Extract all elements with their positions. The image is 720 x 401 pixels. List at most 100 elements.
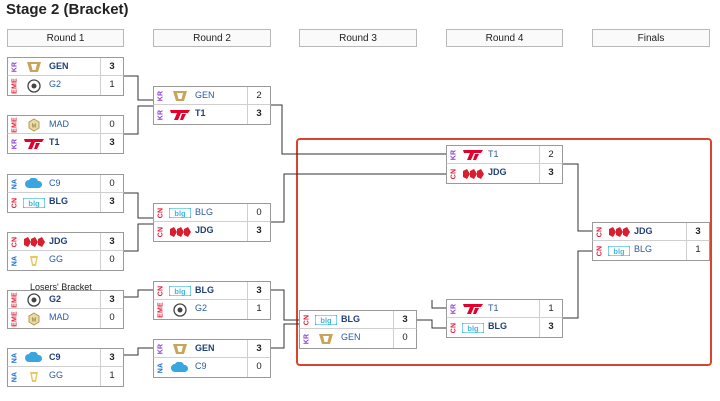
team-name[interactable]: T1 (49, 137, 60, 147)
region-label: NA (157, 362, 164, 373)
svg-text:blg: blg (174, 287, 186, 296)
team-name[interactable]: JDG (195, 225, 214, 235)
team-score: 3 (100, 58, 123, 75)
team-name[interactable]: GG (49, 254, 64, 264)
team-name[interactable]: JDG (634, 226, 653, 236)
team-name[interactable]: C9 (49, 352, 61, 362)
team-name[interactable]: C9 (195, 361, 207, 371)
round-1-header[interactable]: Round 1 (7, 29, 124, 47)
mad-logo-icon: M (21, 116, 47, 133)
region-label: KR (11, 138, 18, 149)
team-name[interactable]: BLG (195, 285, 214, 295)
team-score: 0 (100, 116, 123, 133)
team-name[interactable]: T1 (195, 108, 206, 118)
team-row[interactable]: CN blg BLG 3 (153, 281, 271, 300)
svg-text:blg: blg (28, 199, 40, 208)
team-name[interactable]: JDG (488, 167, 507, 177)
c9-logo-icon (21, 175, 47, 192)
g2-logo-icon (167, 300, 193, 319)
region-label: CN (157, 285, 164, 296)
team-name[interactable]: BLG (634, 244, 653, 254)
team-name[interactable]: BLG (195, 207, 214, 217)
round-3-header[interactable]: Round 3 (299, 29, 417, 47)
team-name[interactable]: C9 (49, 178, 61, 188)
region-label: KR (450, 303, 457, 314)
svg-text:blg: blg (320, 316, 332, 325)
region-label: KR (450, 149, 457, 160)
highlight-box (296, 138, 712, 366)
blg-logo-icon: blg (167, 204, 193, 221)
svg-text:blg: blg (467, 324, 479, 333)
team-score: 0 (247, 204, 270, 221)
round-4-header[interactable]: Round 4 (446, 29, 563, 47)
team-name[interactable]: MAD (49, 119, 69, 129)
team-name[interactable]: MAD (49, 312, 69, 322)
region-label: EME (11, 291, 18, 308)
region-label: NA (11, 178, 18, 189)
team-score: 1 (686, 241, 709, 260)
team-name[interactable]: G2 (49, 294, 62, 304)
team-name[interactable]: G2 (195, 303, 208, 313)
round-2-header[interactable]: Round 2 (153, 29, 271, 47)
svg-text:M: M (32, 317, 36, 323)
team-row[interactable]: EME M MAD 0 (7, 115, 124, 134)
gg-logo-icon (21, 367, 47, 386)
team-score: 3 (247, 105, 270, 124)
team-name[interactable]: BLG (341, 314, 360, 324)
team-score: 0 (100, 175, 123, 192)
region-label: EME (11, 116, 18, 133)
team-name[interactable]: GG (49, 370, 64, 380)
team-score: 3 (247, 222, 270, 241)
gen-logo-icon (167, 87, 193, 104)
connector-line (124, 289, 153, 298)
svg-text:blg: blg (174, 209, 186, 218)
team-name[interactable]: GEN (195, 343, 215, 353)
team-score: 1 (539, 300, 562, 317)
team-name[interactable]: GEN (49, 61, 69, 71)
team-name[interactable]: G2 (49, 79, 62, 89)
connector-line (124, 223, 153, 252)
connector-line (271, 323, 299, 349)
team-name[interactable]: T1 (488, 149, 499, 159)
svg-text:blg: blg (613, 247, 625, 256)
team-score: 3 (247, 282, 270, 299)
team-score: 3 (539, 318, 562, 337)
team-name[interactable]: GEN (341, 332, 361, 342)
svg-text:M: M (32, 123, 36, 129)
team-name[interactable]: BLG (488, 321, 507, 331)
team-name[interactable]: JDG (49, 236, 68, 246)
blg-logo-icon: blg (460, 318, 486, 337)
team-name[interactable]: GEN (195, 90, 215, 100)
team-name[interactable]: T1 (488, 303, 499, 313)
finals-header[interactable]: Finals (592, 29, 710, 47)
team-name[interactable]: BLG (49, 196, 68, 206)
region-label: KR (303, 333, 310, 344)
team-row[interactable]: NA C9 0 (7, 174, 124, 193)
team-row[interactable]: KR T1 1 (446, 299, 563, 318)
team-score: 0 (100, 309, 123, 328)
